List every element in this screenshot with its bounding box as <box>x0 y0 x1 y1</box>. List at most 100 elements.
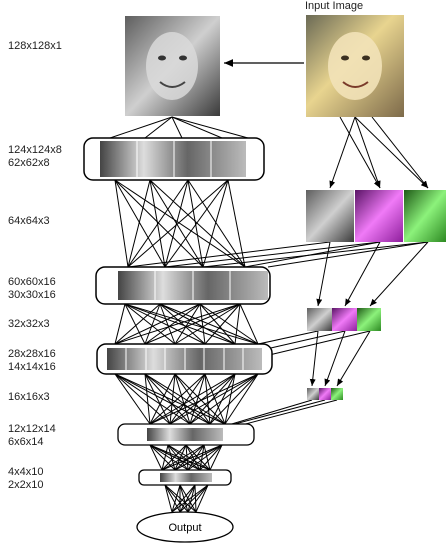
connection-line <box>316 241 331 307</box>
connection-line <box>344 241 381 307</box>
connection-line <box>144 373 171 425</box>
connection-line <box>354 116 381 189</box>
connection-line <box>369 241 429 307</box>
connection-line <box>187 179 204 268</box>
layer-label-line: 12x12x14 <box>8 423 56 435</box>
connection-line <box>144 303 201 345</box>
connection-line <box>267 241 429 268</box>
connection-line <box>171 484 196 513</box>
layer-label-conv1: 124x124x8 62x62x8 <box>8 144 62 170</box>
connection-line <box>174 303 201 345</box>
connection-line <box>159 303 236 345</box>
layer-label-line: 128x128x1 <box>8 40 62 52</box>
connection-line <box>127 179 189 268</box>
output-label: Output <box>168 522 201 534</box>
layer-label-line: 4x4x10 <box>8 466 44 478</box>
connection-line <box>354 116 429 189</box>
connection-line <box>187 444 205 471</box>
layer-label-128x128x1: 128x128x1 <box>8 40 62 53</box>
connection-line <box>164 179 229 268</box>
layer-label-line: 124x124x8 <box>8 144 62 156</box>
connection-line <box>204 373 211 425</box>
connection-line <box>124 303 146 345</box>
layer-label-line: 30x30x16 <box>8 289 56 301</box>
connection-line <box>149 373 206 425</box>
connection-line <box>124 303 236 345</box>
layer-label-line: 60x60x16 <box>8 276 56 288</box>
connection-line <box>109 116 173 139</box>
layer-label-line: 62x62x8 <box>8 157 50 169</box>
connection-line <box>199 303 236 345</box>
connection-line <box>161 444 169 471</box>
connection-line <box>159 303 176 345</box>
connection-line <box>179 484 196 513</box>
connection-line <box>187 444 223 471</box>
conv2-feature-maps <box>95 266 271 305</box>
connection-line <box>224 399 313 427</box>
connection-line <box>114 179 166 268</box>
connection-line <box>164 241 381 268</box>
connection-line <box>199 444 223 471</box>
connection-line <box>324 330 346 387</box>
connection-line <box>144 116 173 139</box>
layer-label-line: 28x28x16 <box>8 348 56 360</box>
connection-line <box>144 373 226 425</box>
connection-line <box>114 179 204 268</box>
connection-line <box>309 330 319 387</box>
layer-label-line: 64x64x3 <box>8 215 50 227</box>
connection-line <box>114 373 191 425</box>
layer-label-conv5: 4x4x10 2x2x10 <box>8 466 43 492</box>
connection-line <box>264 330 371 357</box>
connection-line <box>179 484 209 513</box>
connection-line <box>167 444 189 471</box>
connection-line <box>185 444 189 471</box>
connection-line <box>199 444 205 471</box>
conv1-feature-maps <box>83 137 265 181</box>
color-64-thumbnails <box>306 190 446 242</box>
connection-line <box>149 179 246 268</box>
layer-label-conv4: 12x12x14 6x6x14 <box>8 423 56 449</box>
input-image <box>306 15 404 117</box>
connection-line <box>244 241 381 268</box>
connection-line <box>124 303 206 345</box>
conv3-feature-maps <box>96 343 273 375</box>
connection-line <box>174 373 226 425</box>
connection-line <box>171 116 249 139</box>
connection-line <box>204 303 241 345</box>
connection-line <box>124 303 176 345</box>
connection-line <box>114 373 171 425</box>
connection-line <box>194 484 197 513</box>
connection-line <box>234 303 241 345</box>
connection-line <box>114 303 161 345</box>
connection-line <box>187 179 246 268</box>
layer-label-line: 14x14x16 <box>8 361 56 373</box>
connection-line <box>149 373 236 425</box>
connection-line <box>174 303 241 345</box>
connection-line <box>209 373 259 425</box>
connection-line <box>224 373 236 425</box>
layer-label-conv3: 28x28x16 14x14x16 <box>8 348 56 374</box>
connection-line <box>144 303 241 345</box>
connection-line <box>239 303 259 345</box>
connection-line <box>329 116 356 189</box>
color-32-thumbnails <box>307 308 381 331</box>
output-node: Output <box>136 511 234 543</box>
connection-line <box>199 303 259 345</box>
connection-line <box>339 116 381 189</box>
connection-line <box>202 179 229 268</box>
connection-line <box>169 373 176 425</box>
conv4-feature-maps <box>117 423 255 446</box>
layer-label-line: 2x2x10 <box>8 479 44 491</box>
connection-line <box>199 303 206 345</box>
connection-line <box>203 444 211 471</box>
connection-line <box>174 444 187 471</box>
connection-line <box>371 116 429 189</box>
connection-line <box>149 373 176 425</box>
connection-line <box>189 373 236 425</box>
connection-line <box>187 484 209 513</box>
connection-line <box>174 444 223 471</box>
layer-label-64x64x3: 64x64x3 <box>8 215 50 228</box>
connection-line <box>114 179 129 268</box>
connection-line <box>149 444 189 471</box>
connection-line <box>161 444 205 471</box>
